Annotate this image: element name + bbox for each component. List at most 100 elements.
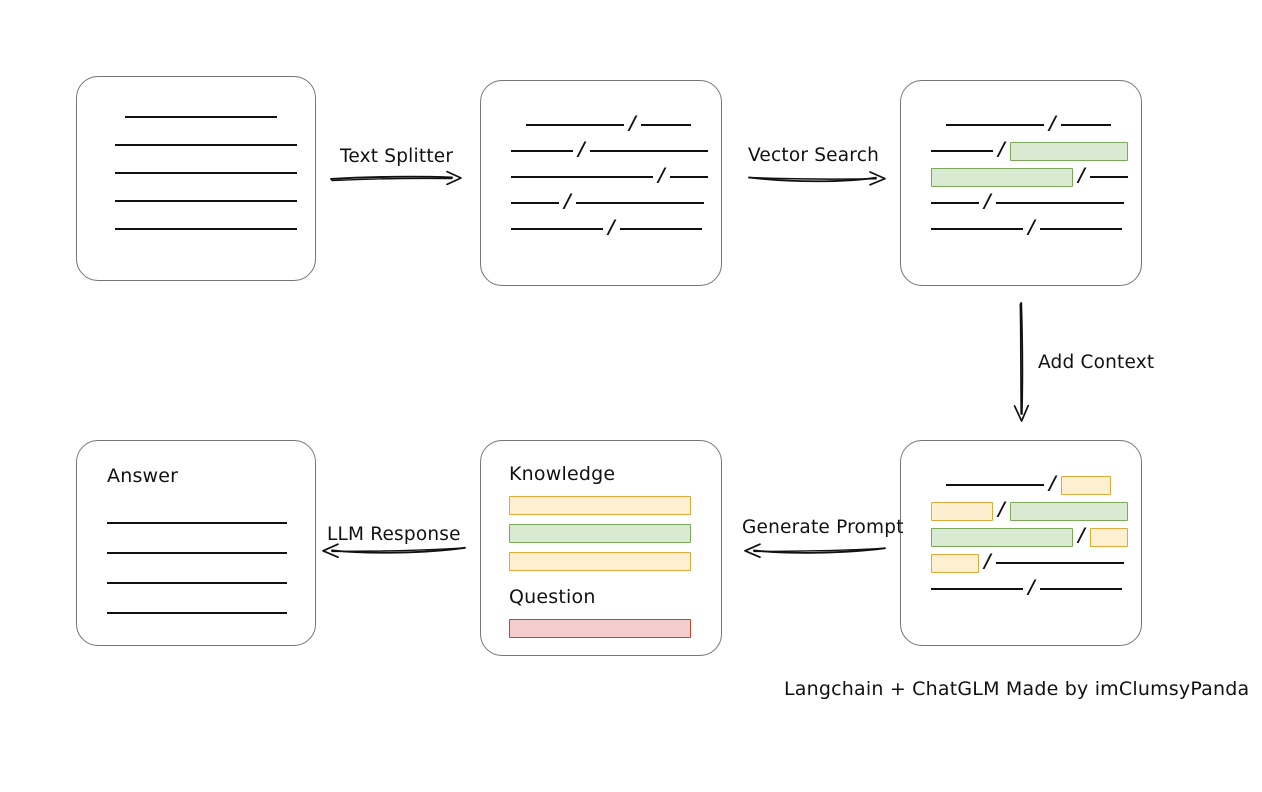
card-prompt[interactable]: Knowledge Question xyxy=(480,440,722,656)
document-text-row: / xyxy=(931,549,1124,573)
chunk-separator-slash: / xyxy=(1049,111,1056,134)
document-text-row: / xyxy=(931,497,1128,521)
document-text-row xyxy=(115,107,277,127)
text-line-segment xyxy=(526,124,625,126)
document-text-row xyxy=(107,513,287,533)
highlighted-chunk-yellow xyxy=(1061,475,1111,495)
context-document-rows: / / / / / xyxy=(901,441,1141,645)
text-line-segment xyxy=(931,150,993,152)
document-text-row xyxy=(115,191,297,211)
text-line-segment xyxy=(946,124,1045,126)
text-line-segment xyxy=(511,176,653,178)
highlighted-chunk-yellow xyxy=(931,553,979,573)
text-line-segment xyxy=(511,228,603,230)
document-text-row: / xyxy=(511,111,691,135)
document-text-row: / xyxy=(931,163,1128,187)
text-line-segment xyxy=(669,176,708,178)
text-line-segment xyxy=(511,202,559,204)
answer-label: Answer xyxy=(107,465,179,487)
text-line-segment xyxy=(115,200,297,202)
text-line-segment xyxy=(575,202,704,204)
document-text-row: / xyxy=(511,217,702,239)
text-line-segment xyxy=(946,484,1045,486)
document-text-row: / xyxy=(931,137,1128,161)
document-text-row: / xyxy=(931,217,1122,239)
chunk-separator-slash: / xyxy=(998,497,1005,520)
vector-matched-rows: / / / / / xyxy=(901,81,1141,285)
document-text-row: / xyxy=(511,165,708,187)
document-text-row xyxy=(107,603,287,623)
chunk-separator-slash: / xyxy=(578,137,585,160)
text-line-segment xyxy=(107,582,287,584)
chunk-separator-slash: / xyxy=(629,111,636,134)
card-source-document[interactable] xyxy=(76,76,316,281)
arrow-label-vector-search: Vector Search xyxy=(748,145,879,166)
text-line-segment xyxy=(931,228,1023,230)
text-line-segment xyxy=(995,562,1124,564)
chunk-separator-slash: / xyxy=(984,189,991,212)
highlighted-chunk-green xyxy=(1009,501,1128,521)
highlighted-chunk-green xyxy=(509,523,691,543)
text-line-segment xyxy=(511,150,573,152)
text-line-segment xyxy=(641,124,691,126)
arrow-label-generate-prompt: Generate Prompt xyxy=(742,517,904,538)
chunk-separator-slash: / xyxy=(1078,163,1085,186)
arrow-text-splitter xyxy=(330,168,462,190)
document-text-row xyxy=(115,163,297,183)
prompt-chip-row xyxy=(509,495,693,515)
arrow-vector-search xyxy=(748,168,886,190)
arrow-label-add-context: Add Context xyxy=(1038,352,1155,373)
text-line-segment xyxy=(1089,176,1128,178)
document-text-row xyxy=(107,543,287,563)
arrow-add-context xyxy=(1010,302,1034,422)
knowledge-chip-list xyxy=(481,441,721,655)
document-text-row: / xyxy=(511,191,704,213)
document-text-row: / xyxy=(931,523,1128,547)
text-line-segment xyxy=(125,116,277,118)
card-answer[interactable]: Answer xyxy=(76,440,316,646)
text-line-segment xyxy=(107,552,287,554)
arrow-generate-prompt xyxy=(740,540,886,562)
highlighted-chunk-green xyxy=(931,167,1073,187)
arrow-label-text-splitter: Text Splitter xyxy=(340,146,454,167)
highlighted-chunk-yellow xyxy=(509,495,691,515)
highlighted-chunk-green xyxy=(1009,141,1128,161)
chunk-separator-slash: / xyxy=(998,137,1005,160)
text-line-segment xyxy=(589,150,708,152)
footer-credit: Langchain + ChatGLM Made by imClumsyPand… xyxy=(784,678,1250,700)
card-vector-matched-document[interactable]: / / / / / xyxy=(900,80,1142,286)
document-text-row xyxy=(115,135,297,155)
chunk-separator-slash: / xyxy=(984,549,991,572)
text-line-segment xyxy=(1061,124,1111,126)
prompt-chip-row xyxy=(509,523,693,543)
text-line-segment xyxy=(1039,588,1122,590)
text-line-segment xyxy=(107,612,287,614)
knowledge-label: Knowledge xyxy=(509,463,616,485)
text-line-segment xyxy=(931,202,979,204)
document-text-row: / xyxy=(931,471,1111,495)
text-line-segment xyxy=(107,522,287,524)
question-label: Question xyxy=(509,586,596,608)
highlighted-chunk-yellow xyxy=(931,501,993,521)
highlighted-chunk-red xyxy=(509,618,691,638)
arrow-label-llm-response: LLM Response xyxy=(327,524,461,545)
text-line-segment xyxy=(115,144,297,146)
chunk-separator-slash: / xyxy=(1078,523,1085,546)
answer-rows xyxy=(77,441,315,645)
highlighted-chunk-green xyxy=(931,527,1073,547)
text-line-segment xyxy=(931,588,1023,590)
text-line-segment xyxy=(995,202,1124,204)
chunk-separator-slash: / xyxy=(1028,575,1035,598)
prompt-chip-row xyxy=(509,551,693,571)
card-split-document[interactable]: / / / / / xyxy=(480,80,722,286)
chunk-separator-slash: / xyxy=(1049,471,1056,494)
arrow-llm-response xyxy=(318,540,466,562)
text-line-segment xyxy=(619,228,702,230)
document-text-row: / xyxy=(931,575,1122,599)
document-text-row xyxy=(115,219,297,239)
split-document-rows: / / / / / xyxy=(481,81,721,285)
document-text-row xyxy=(107,573,287,593)
highlighted-chunk-yellow xyxy=(1089,527,1128,547)
card-context-document[interactable]: / / / / / xyxy=(900,440,1142,646)
highlighted-chunk-yellow xyxy=(509,551,691,571)
